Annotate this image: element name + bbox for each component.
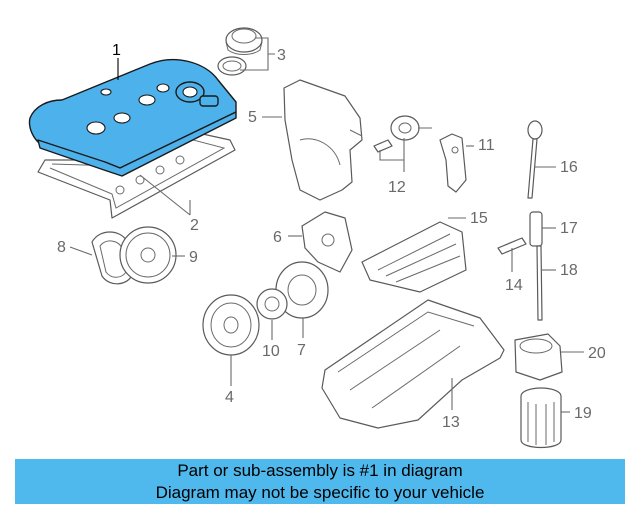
callout-4: 4: [225, 389, 234, 406]
callout-5: 5: [248, 109, 257, 126]
oil-pan[interactable]: [321, 299, 505, 429]
banner-line-1: Part or sub-assembly is #1 in diagram: [177, 461, 463, 480]
callout-13: 13: [442, 414, 460, 431]
callout-labels: 1 2 3 4 5 6 7 8 9 10 11 12 13 14 15 16 1…: [57, 42, 606, 431]
retaining-clip[interactable]: [497, 237, 527, 255]
callout-20: 20: [588, 345, 606, 362]
banner-line-2: Diagram may not be specific to your vehi…: [155, 483, 485, 502]
callout-1: 1: [112, 42, 121, 59]
valve-cover[interactable]: [28, 59, 237, 177]
callout-18: 18: [560, 262, 578, 279]
callout-14: 14: [505, 277, 523, 294]
mounting-bracket[interactable]: [439, 133, 467, 193]
crankshaft-pulley[interactable]: [202, 294, 260, 356]
callout-15: 15: [470, 210, 488, 227]
callout-17: 17: [560, 220, 578, 237]
callout-12: 12: [388, 179, 406, 196]
callout-19: 19: [574, 405, 592, 422]
oil-filter-housing[interactable]: [514, 333, 563, 381]
belt-tensioner[interactable]: [373, 115, 420, 153]
callout-10: 10: [262, 343, 280, 360]
dipstick-assembly[interactable]: [527, 120, 543, 321]
callout-9: 9: [189, 249, 198, 266]
crankshaft-sprocket[interactable]: [256, 288, 288, 320]
timing-belt-cover[interactable]: [283, 79, 363, 201]
callout-3: 3: [277, 47, 286, 64]
callout-7: 7: [297, 342, 306, 359]
oil-filler-cap[interactable]: [217, 27, 263, 76]
camshaft-sprocket[interactable]: [119, 226, 177, 284]
callout-2: 2: [190, 217, 199, 234]
info-banner: Part or sub-assembly is #1 in diagram Di…: [15, 459, 625, 504]
callout-6: 6: [273, 229, 282, 246]
lower-timing-cover[interactable]: [301, 211, 353, 273]
oil-filter[interactable]: [520, 387, 562, 449]
oil-baffle[interactable]: [361, 221, 467, 293]
callout-11: 11: [478, 137, 495, 154]
leader-lines: [69, 37, 584, 413]
callout-16: 16: [560, 159, 578, 176]
parts-diagram: 1 2 3 4 5 6 7 8 9 10 11 12 13 14 15 16 1…: [28, 27, 606, 449]
callout-8: 8: [57, 239, 66, 256]
